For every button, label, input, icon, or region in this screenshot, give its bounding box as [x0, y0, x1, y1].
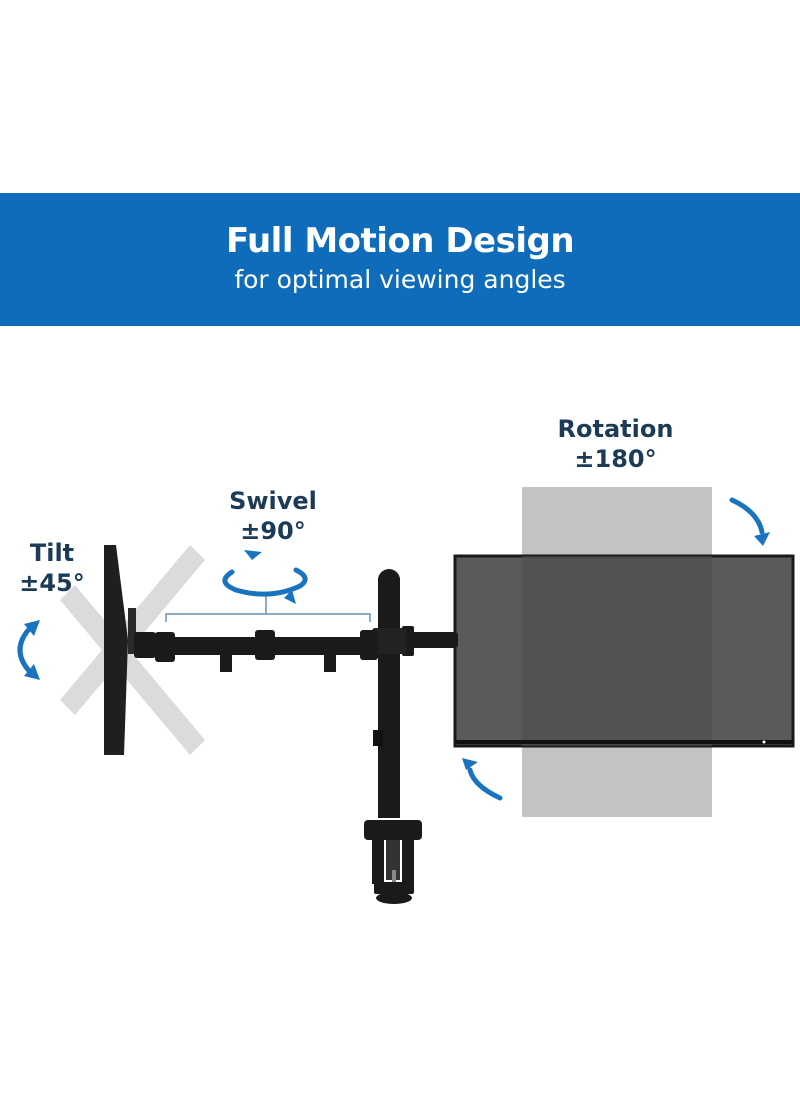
tilt-arrow-icon — [17, 625, 33, 675]
swivel-label-range: ±90° — [240, 517, 306, 545]
rotate-cw-arrow-icon — [729, 497, 765, 535]
tilt-label-name: Tilt — [29, 539, 75, 567]
rotation-label: Rotation ±180° — [548, 414, 683, 474]
rotate-ccw-arrow-icon — [467, 767, 503, 801]
banner-subtitle: for optimal viewing angles — [234, 265, 566, 294]
rotation-label-range: ±180° — [574, 445, 657, 473]
swivel-label-name: Swivel — [229, 487, 317, 515]
tilt-monitor — [104, 545, 128, 755]
desk-clamp — [364, 820, 422, 904]
tilt-label: Tilt ±45° — [14, 538, 90, 598]
rotation-label-name: Rotation — [557, 415, 674, 443]
tilt-label-range: ±45° — [19, 569, 85, 597]
swivel-arrow-icon — [222, 567, 308, 597]
header-banner — [0, 193, 800, 326]
banner-title: Full Motion Design — [225, 221, 575, 261]
mount-pole — [378, 578, 400, 818]
swivel-label: Swivel ±90° — [218, 486, 328, 546]
